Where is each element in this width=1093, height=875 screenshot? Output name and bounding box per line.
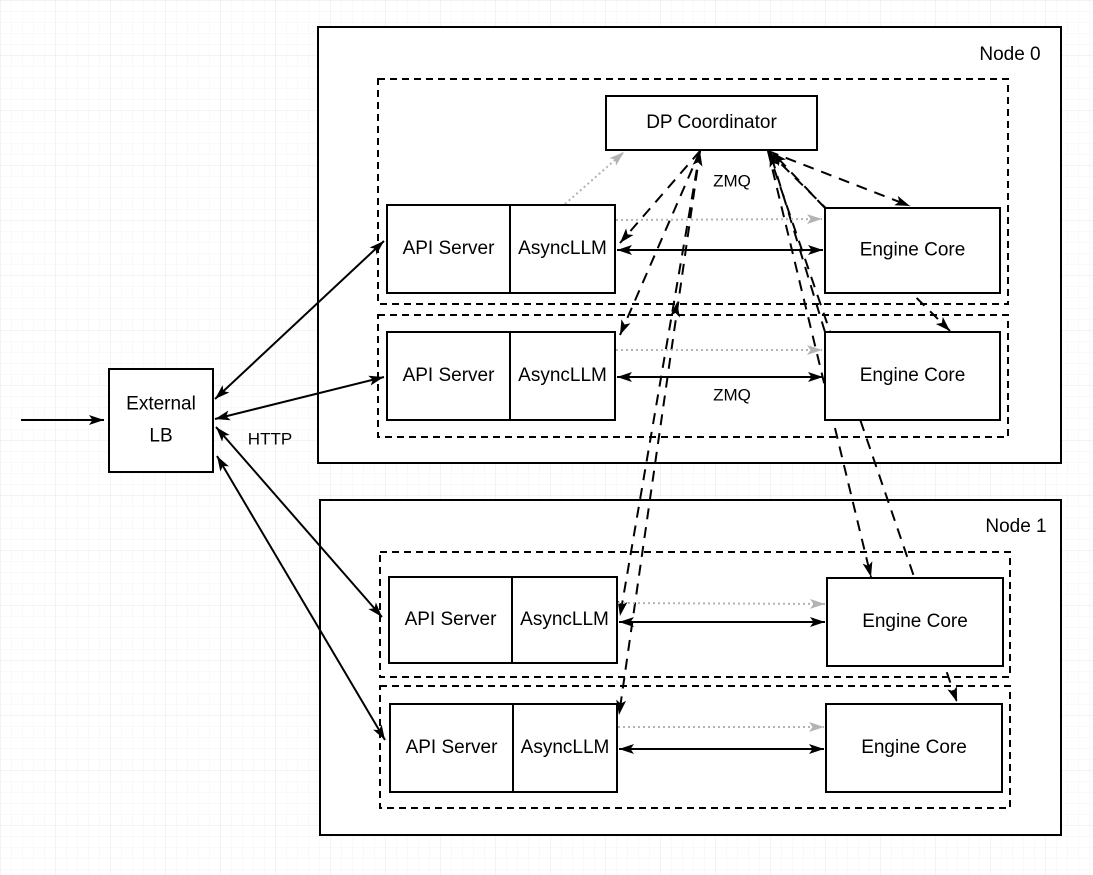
node1-frontend1-box-cell1-label: AsyncLLM <box>521 737 610 758</box>
node1-frontend0-box-cell1-label: AsyncLLM <box>520 609 609 630</box>
node0-engine1-coord-arrow <box>769 151 826 333</box>
http-label: HTTP <box>248 429 292 448</box>
lb-node1-api1-arrow <box>216 455 386 741</box>
node-1-label: Node 1 <box>985 516 1046 537</box>
coord-node0-engine0-arrow <box>767 150 911 207</box>
node0-engine-core1-box-label: Engine Core <box>860 365 966 386</box>
node0-engine0-coord-arrow <box>771 151 826 209</box>
external-lb-box-label: LB <box>149 426 172 447</box>
zmq-label-engine: ZMQ <box>713 385 751 404</box>
node1-engine-core0-box <box>826 577 1004 667</box>
node1-engine-core1-box <box>825 703 1003 793</box>
lb-node0-api0-arrow <box>214 240 385 400</box>
node1-frontend1-box-cell0-label: API Server <box>406 737 499 758</box>
coord-node1-engine0-arrow <box>767 150 873 578</box>
node0-asyncllm0-engine0-dotted <box>615 214 823 225</box>
external-lb-box <box>108 368 214 473</box>
mid-up-arrowhead <box>670 302 680 318</box>
node0-frontend1-box <box>386 331 616 421</box>
node0-engine-core1-box <box>824 331 1001 421</box>
node0-frontend0-box-cell0-label: API Server <box>403 238 496 259</box>
node1-frontend1-box <box>389 703 618 793</box>
node1-frontend0-box-cell0-label: API Server <box>405 609 498 630</box>
external-lb-box-label: External <box>126 394 196 415</box>
node1-engine-core0-box-label: Engine Core <box>862 611 968 632</box>
zmq-label-coordinator: ZMQ <box>713 171 751 190</box>
node1-replica1-group <box>379 685 1011 809</box>
coord-node1-asyncllm0-arrow <box>617 150 703 617</box>
node1-engine-core1-box-label: Engine Core <box>861 737 967 758</box>
node0-engine-core0-box-label: Engine Core <box>860 240 966 261</box>
node0-frontend1-box-cell0-label: API Server <box>403 365 496 386</box>
node1-frontend0-box <box>388 576 618 664</box>
dp-coordinator-box <box>605 95 818 151</box>
lb-node0-api1-arrow <box>214 375 385 421</box>
dp-coordinator-box-label: DP Coordinator <box>646 112 777 133</box>
node0-engine-core0-box <box>824 207 1001 294</box>
node0-frontend0-box-cell1-label: AsyncLLM <box>518 238 607 259</box>
node-0-label: Node 0 <box>979 44 1040 65</box>
node0-frontend1-box-cell1-label: AsyncLLM <box>518 365 607 386</box>
node0-asyncllm0-coord-dotted <box>564 151 625 205</box>
node0-frontend0-box <box>386 204 616 294</box>
coord-node0-engine1-arrow <box>767 150 951 332</box>
